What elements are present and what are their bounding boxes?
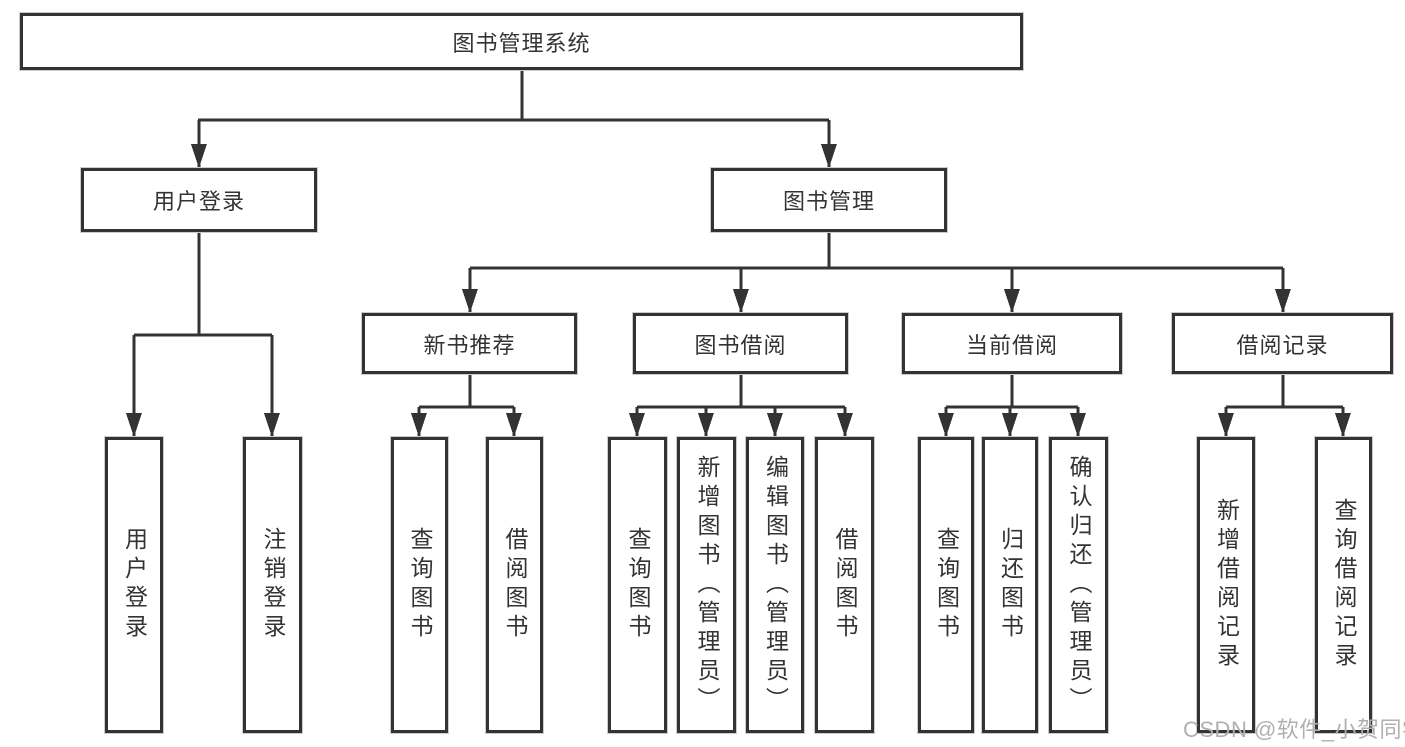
connector-new-book-recommend (417, 374, 516, 437)
node-borrowing-add-books-admin: 新增图书（管理员） (677, 437, 736, 733)
node-logout: 注销登录 (243, 437, 302, 733)
arrowhead (629, 413, 645, 437)
node-current-borrowing: 当前借阅 (902, 313, 1122, 374)
node-label: 编辑图书（管理员） (762, 454, 789, 716)
node-label: 借阅图书 (502, 527, 528, 643)
node-label: 当前借阅 (965, 332, 1058, 358)
node-current-return-books: 归还图书 (982, 437, 1038, 733)
node-label: 归还图书 (997, 527, 1024, 643)
node-label: 图书管理 (782, 189, 875, 214)
arrowhead (1004, 289, 1020, 313)
node-label: 查询图书 (407, 527, 433, 643)
connector-book-borrowing (635, 374, 847, 437)
node-label: 借阅图书 (832, 527, 858, 643)
arrowhead (821, 144, 837, 168)
node-label: 用户登录 (152, 189, 245, 214)
arrowhead (462, 289, 478, 313)
node-current-query-books: 查询图书 (918, 437, 974, 733)
node-label: 查询图书 (625, 527, 651, 643)
node-label: 注销登录 (260, 527, 286, 643)
node-current-confirm-return-admin: 确认归还（管理员） (1049, 437, 1108, 733)
arrowhead (938, 413, 954, 437)
node-label: 新增图书（管理员） (694, 454, 720, 716)
node-borrowing-edit-books-admin: 编辑图书（管理员） (746, 437, 804, 733)
node-borrow-records: 借阅记录 (1172, 313, 1393, 374)
node-book-borrowing: 图书借阅 (633, 313, 848, 374)
connector-user-login (132, 232, 274, 437)
node-recommend-borrow-books: 借阅图书 (486, 437, 543, 733)
node-new-book-recommend: 新书推荐 (362, 313, 577, 374)
arrowhead (1218, 413, 1234, 437)
arrowhead (264, 413, 280, 437)
node-label: 新书推荐 (423, 332, 516, 358)
arrowhead (411, 413, 427, 437)
arrowhead (837, 413, 853, 437)
node-user-login-leaf: 用户登录 (105, 437, 163, 733)
arrowhead (698, 413, 714, 437)
node-user-login: 用户登录 (81, 168, 317, 232)
node-recommend-query-books: 查询图书 (391, 437, 448, 733)
connector-root (197, 70, 831, 168)
node-label: 用户登录 (121, 527, 148, 643)
csdn-watermark: CSDN @软件_小贺同学 (1183, 717, 1405, 742)
node-label: 图书管理系统 (452, 30, 591, 56)
arrowhead (1070, 413, 1086, 437)
node-label: 借阅记录 (1236, 332, 1329, 358)
arrowhead (506, 413, 522, 437)
arrowhead (1002, 413, 1018, 437)
node-label: 新增借阅记录 (1213, 498, 1240, 672)
node-label: 确认归还（管理员） (1066, 454, 1092, 716)
arrowhead (733, 289, 749, 313)
node-label: 图书借阅 (694, 332, 787, 358)
connector-book-management (468, 232, 1285, 313)
arrowhead (1275, 289, 1291, 313)
arrowhead (126, 413, 142, 437)
arrowhead (767, 413, 783, 437)
node-records-query-record: 查询借阅记录 (1315, 437, 1372, 733)
node-book-management: 图书管理 (711, 168, 947, 232)
node-records-add-record: 新增借阅记录 (1197, 437, 1255, 733)
arrowhead (1335, 413, 1351, 437)
node-label: 查询图书 (933, 527, 960, 643)
node-library-system: 图书管理系统 (20, 13, 1023, 70)
node-borrowing-borrow-books: 借阅图书 (815, 437, 874, 733)
arrowhead (191, 144, 207, 168)
connector-borrow-records (1224, 374, 1345, 437)
node-borrowing-query-books: 查询图书 (608, 437, 667, 733)
node-label: 查询借阅记录 (1331, 498, 1357, 672)
